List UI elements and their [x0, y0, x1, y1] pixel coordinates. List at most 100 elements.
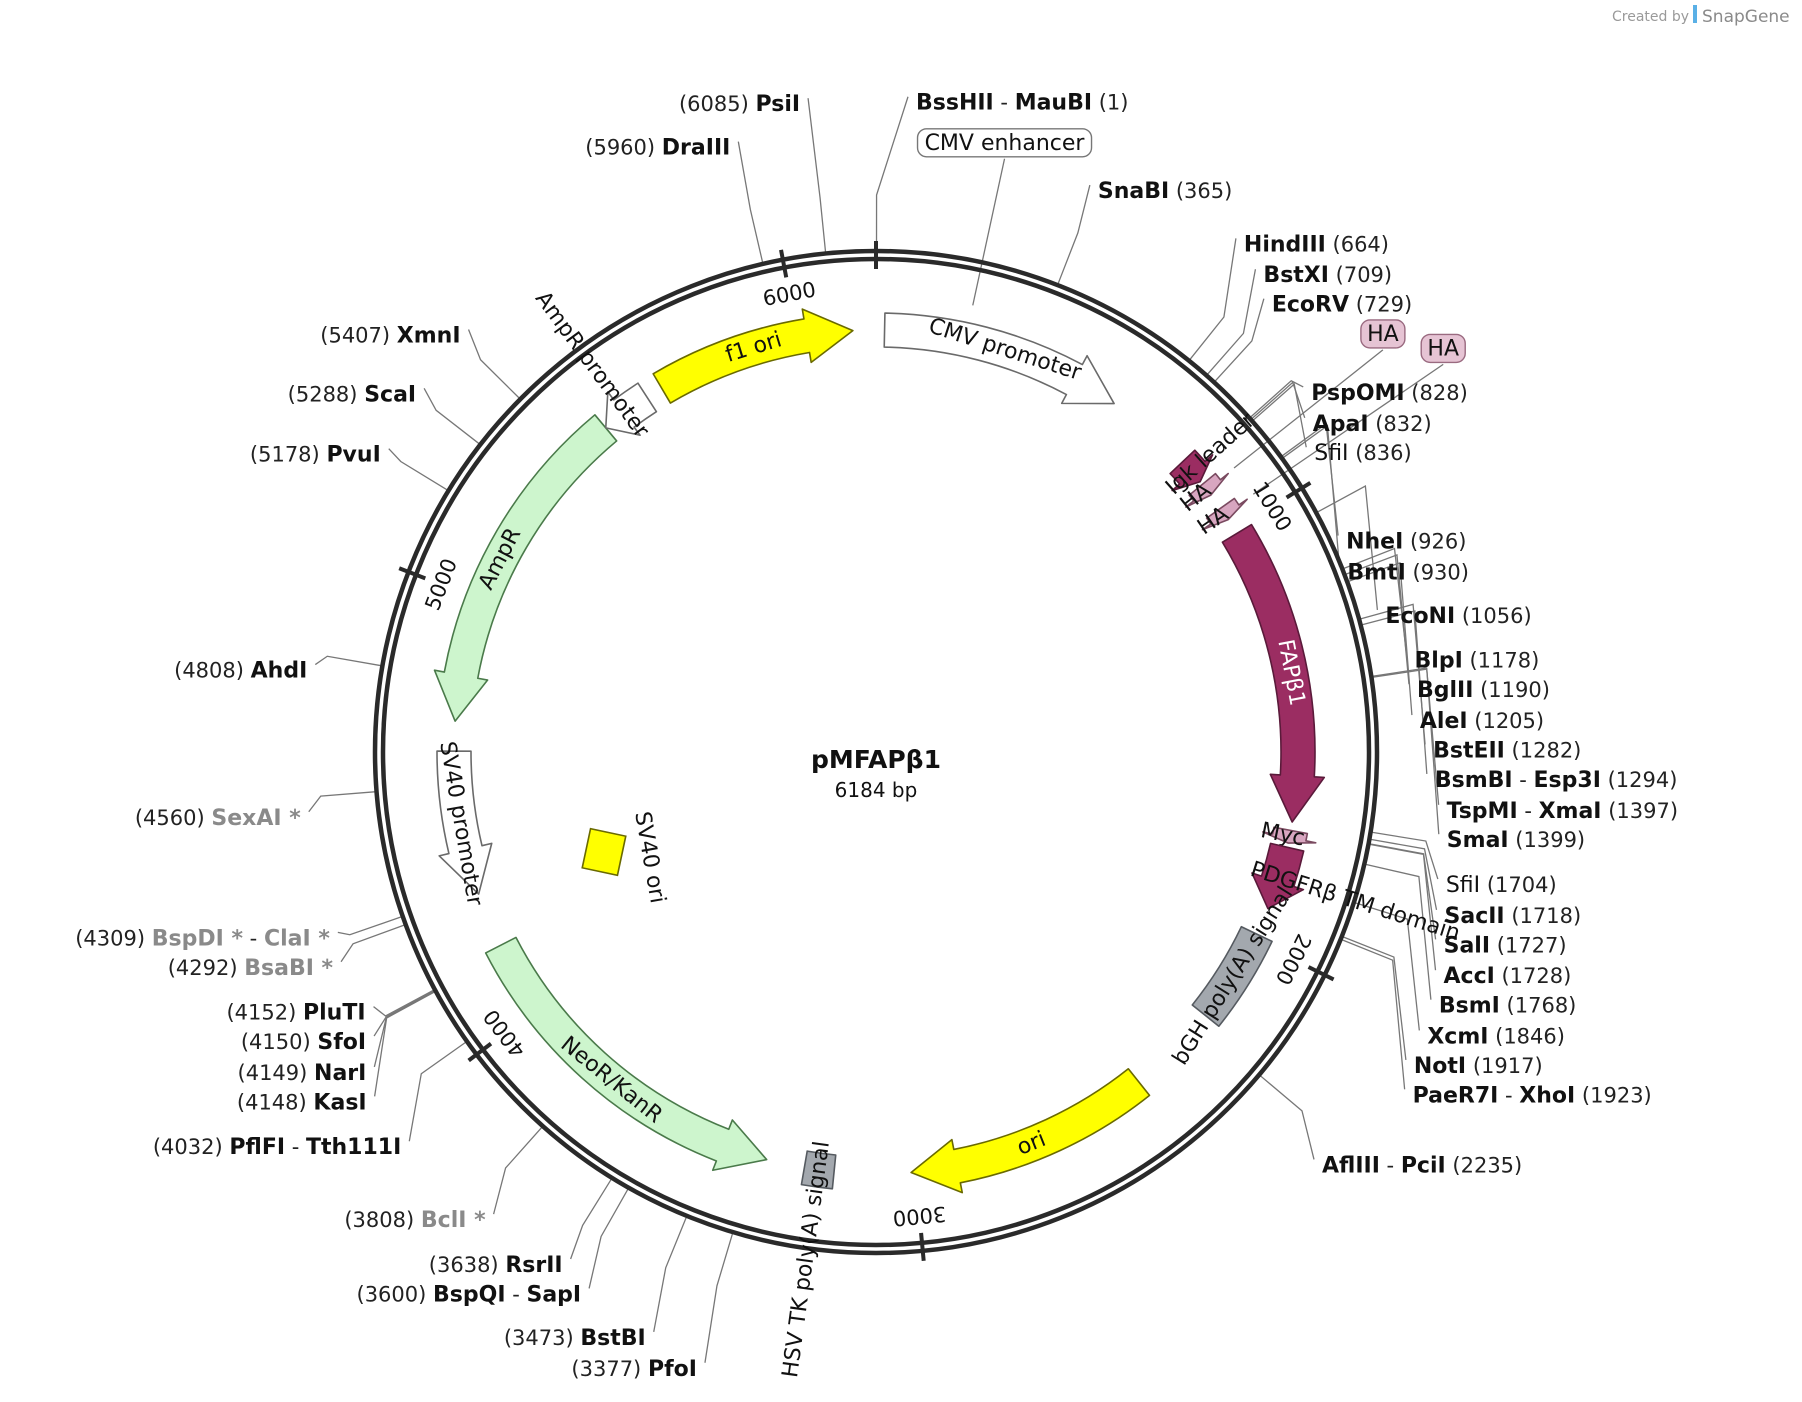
site-position: (930) [1413, 560, 1469, 584]
site-position: (729) [1356, 293, 1412, 317]
site-label: (3377) PfoI [571, 1357, 697, 1382]
site-bsteii: BstEII (1282) [1433, 738, 1581, 763]
plasmid-size: 6184 bp [835, 778, 918, 802]
site-position: (1768) [1507, 994, 1577, 1018]
site-position: (4292) [168, 956, 238, 980]
site-position: (3638) [429, 1253, 499, 1277]
site-label: BssHII - MauBI (1) [916, 91, 1128, 116]
site-position: (5288) [288, 382, 358, 406]
feature-arrow [1191, 925, 1273, 1028]
site-name: PsiI [756, 92, 801, 117]
site-label: BsmI (1768) [1439, 994, 1577, 1019]
site-bglii: BglII (1190) [1417, 678, 1550, 703]
site-leader-line [337, 916, 402, 936]
site-label: (4152) PluTI [226, 1001, 365, 1026]
site-name-2: MauBI [1015, 91, 1092, 116]
site-position: (1294) [1608, 768, 1678, 792]
site-psii: (6085) PsiI [679, 92, 800, 117]
site-leader-line [737, 141, 764, 263]
tick-mark [467, 1042, 493, 1063]
site-name: ScaI [364, 382, 416, 407]
tick-label: 6000 [761, 277, 818, 311]
site-label: AflIII - PciI (2235) [1322, 1153, 1522, 1178]
plasmid-name: pMFAPβ1 [811, 745, 941, 774]
site-position: (1205) [1474, 709, 1544, 733]
site-name: NarI [314, 1061, 366, 1086]
feature-cmv-promoter: CMV promoter [883, 312, 1115, 405]
site-label: (5178) PvuI [250, 443, 381, 468]
site-name: BlpI [1415, 649, 1463, 674]
site-nari: (4149) NarI [238, 1061, 367, 1086]
site-leader-line [373, 990, 434, 1037]
inner-features: SV40 ori [581, 810, 670, 905]
site-leader-line [1260, 1075, 1315, 1160]
site-econi: EcoNI (1056) [1385, 604, 1531, 629]
site-name-2: XmaI [1539, 799, 1602, 824]
site-leader-line [1371, 838, 1438, 911]
site-bsshii: BssHII - MauBI (1) [916, 91, 1128, 116]
site-name-2: ClaI * [264, 926, 330, 951]
site-leader-line [569, 1179, 612, 1260]
feature-arrow [1251, 842, 1305, 910]
feature-label: HSV TK poly(A) signal [778, 1140, 835, 1379]
site-label: (4148) KasI [237, 1090, 367, 1115]
credit-prefix: Created by [1612, 9, 1689, 25]
site-name: NheI [1346, 530, 1403, 555]
site-name: AleI [1420, 709, 1468, 734]
site-leader-line [373, 991, 435, 1068]
site-label: EcoNI (1056) [1385, 604, 1531, 629]
site-sfoi: (4150) SfoI [241, 1030, 366, 1055]
site-leader-line [373, 989, 434, 1017]
site-acci: AccI (1728) [1444, 964, 1572, 989]
site-name: SalI [1444, 933, 1490, 958]
site-name: BsaBI * [244, 956, 333, 981]
site-name: BsmI [1439, 994, 1500, 1019]
site-position: (1282) [1512, 738, 1582, 762]
site-leader-line [1372, 831, 1439, 880]
site-name: PvuI [326, 443, 380, 468]
site-name: TspMI [1447, 799, 1518, 824]
callout-ha: HA [1360, 319, 1406, 349]
site-position: (1917) [1473, 1054, 1543, 1078]
site-name: BglII [1417, 678, 1473, 703]
site-position: (4560) [135, 806, 205, 830]
site-label: SmaI (1399) [1447, 828, 1585, 853]
snapgene-credit: Created by SnapGene [1612, 5, 1790, 27]
site-leader-line [1214, 298, 1265, 382]
site-sfii: SfiI (1704) [1446, 873, 1557, 898]
site-name: SexAI * [211, 806, 301, 831]
site-position: (3808) [344, 1208, 414, 1232]
site-name: PfoI [648, 1357, 697, 1382]
site-leader-line [1370, 843, 1437, 971]
site-leader-line [1251, 381, 1306, 419]
site-name: XcmI [1427, 1024, 1488, 1049]
site-name: BclI * [421, 1208, 486, 1233]
site-name: DraIII [662, 136, 731, 161]
feature-arrow [1169, 449, 1214, 492]
site-label: HindIII (664) [1244, 232, 1389, 257]
site-position: (5407) [320, 323, 390, 347]
snapgene-logo-icon [1693, 5, 1697, 23]
site-position: (1056) [1462, 604, 1532, 628]
site-label: (4150) SfoI [241, 1030, 366, 1055]
site-name: SfiI [1314, 441, 1348, 466]
site-name: NotI [1414, 1054, 1466, 1079]
site-label: BmtI (930) [1347, 560, 1469, 585]
site-sali: SalI (1727) [1444, 933, 1567, 958]
site-label: PspOMI (828) [1311, 381, 1468, 406]
feature-label: NeoR/KanR [556, 1032, 667, 1129]
site-name: BsmBI [1435, 768, 1513, 793]
site-position: (1923) [1582, 1083, 1652, 1107]
site-label: (4149) NarI [238, 1061, 367, 1086]
callout-leader [1233, 349, 1384, 469]
site-sfii: SfiI (836) [1314, 441, 1411, 466]
feature-ampr: AmpR [433, 414, 618, 722]
site-leader-line [1283, 424, 1341, 567]
site-name: SfiI [1446, 873, 1480, 898]
feature-arrow [1201, 497, 1248, 531]
feature-arrow [910, 1067, 1151, 1194]
site-label: (4292) BsaBI * [168, 956, 334, 981]
site-draiii: (5960) DraIII [585, 136, 730, 161]
site-leader-line [1348, 561, 1413, 716]
